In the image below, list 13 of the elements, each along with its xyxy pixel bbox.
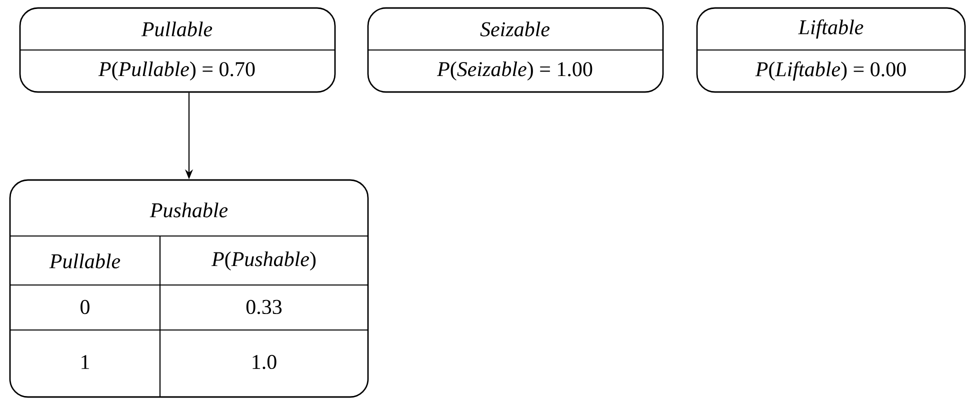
node-title: Pullable [141,22,212,36]
probability-text: P(Liftable) = 0.00 [755,61,906,81]
table-header: P(Pushable) [211,251,316,271]
node-title: Pushable [150,202,228,218]
table-cell: 0 [80,300,90,314]
probability-text: P(Pullable) = 0.70 [98,61,255,81]
table-header: Pullable [49,254,120,268]
table-cell: 0.33 [246,300,282,314]
table-cell: 1 [82,355,89,369]
node-title: Liftable [798,19,864,39]
table-cell: 1.0 [252,354,276,370]
node-title: Seizable [480,22,550,36]
probability-text: P(Seizable) = 1.00 [436,61,592,81]
